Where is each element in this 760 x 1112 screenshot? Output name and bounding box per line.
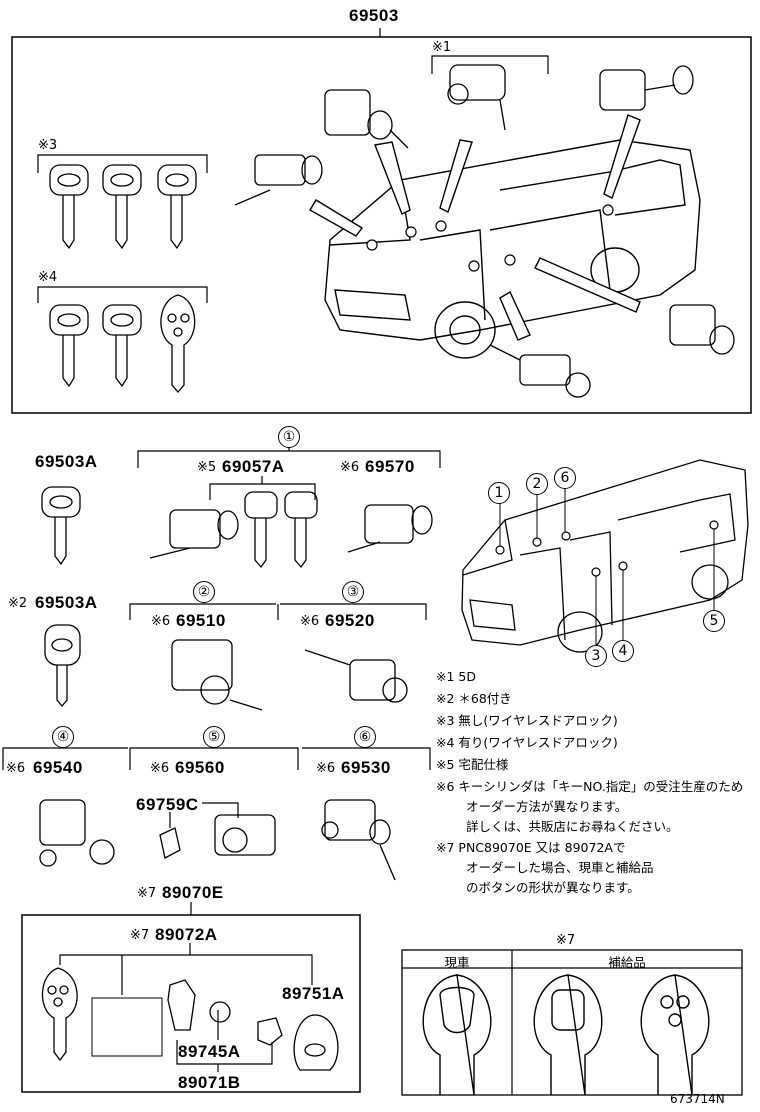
note-4: ※4 有り(ワイヤレスドアロック) <box>436 735 618 750</box>
note-7-line2: オーダーした場合、現車と補給品 <box>466 860 654 875</box>
note-7: ※7 PNC89070E 又は 89072Aで <box>436 840 626 855</box>
mark-89072A: ※7 <box>130 928 150 943</box>
part-69570: 69570 <box>365 457 415 476</box>
note-3: ※3 無し(ワイヤレスドアロック) <box>436 713 618 728</box>
part-69540: 69540 <box>33 758 83 777</box>
circle-label-5: ⑤ <box>203 726 225 748</box>
part-69503A: 69503A <box>35 452 98 471</box>
part-69520: 69520 <box>325 611 375 630</box>
note-6-line2: オーダー方法が異なります。 <box>466 799 628 814</box>
van-callout-2: 2 <box>526 473 548 495</box>
part-69560: 69560 <box>175 758 225 777</box>
van-callout-4: 4 <box>612 640 634 662</box>
mark-89070E: ※7 <box>137 886 157 901</box>
van-drawing-right <box>461 459 749 653</box>
group-mark-4: ※4 <box>38 270 58 285</box>
van-drawing-top <box>324 139 701 359</box>
van-callout-5: 5 <box>703 610 725 632</box>
mark-69530: ※6 <box>316 761 336 776</box>
circle-label-2: ② <box>193 581 215 603</box>
comparison-col-supply: 補給品 <box>608 955 646 970</box>
comparison-mark: ※7 <box>556 933 576 948</box>
note-2: ※2 ＊68付き <box>436 691 512 706</box>
note-7-line3: のボタンの形状が異なります。 <box>466 880 640 895</box>
van-callout-3: 3 <box>585 645 607 667</box>
mark-69510: ※6 <box>151 614 171 629</box>
part-89070E: 89070E <box>162 883 224 902</box>
part-89072A: 89072A <box>155 925 218 944</box>
figure-id: 673714N <box>670 1092 725 1106</box>
note-1: ※1 5D <box>436 669 476 684</box>
note-6: ※6 キーシリンダは「キーNO.指定」の受注生産のため <box>436 779 744 794</box>
mark-69560: ※6 <box>150 761 170 776</box>
note-5: ※5 宅配仕様 <box>436 757 509 772</box>
group-mark-1: ※1 <box>432 40 452 55</box>
van-callout-6: 6 <box>554 467 576 489</box>
mark-69520: ※6 <box>300 614 320 629</box>
mark-69570: ※6 <box>340 460 360 475</box>
mark-69503A-2: ※2 <box>8 596 28 611</box>
group-mark-3: ※3 <box>38 138 58 153</box>
note-6-line3: 詳しくは、共販店にお尋ねください。 <box>466 819 679 834</box>
part-69503A-2: 69503A <box>35 593 98 612</box>
part-69057A: 69057A <box>222 457 285 476</box>
part-69510: 69510 <box>176 611 226 630</box>
circle-label-4: ④ <box>52 726 74 748</box>
part-89071B: 89071B <box>178 1073 241 1092</box>
part-89751A: 89751A <box>282 984 345 1003</box>
part-69759C: 69759C <box>136 795 199 814</box>
circle-label-3: ③ <box>342 581 364 603</box>
mark-69540: ※6 <box>6 761 26 776</box>
circle-label-1: ① <box>278 426 300 448</box>
part-69530: 69530 <box>341 758 391 777</box>
mark-69057A: ※5 <box>197 460 217 475</box>
part-89745A: 89745A <box>178 1042 241 1061</box>
van-callout-1: 1 <box>488 482 510 504</box>
main-part-number: 69503 <box>349 6 399 25</box>
comparison-col-current: 現車 <box>444 955 470 970</box>
circle-label-6: ⑥ <box>354 726 376 748</box>
